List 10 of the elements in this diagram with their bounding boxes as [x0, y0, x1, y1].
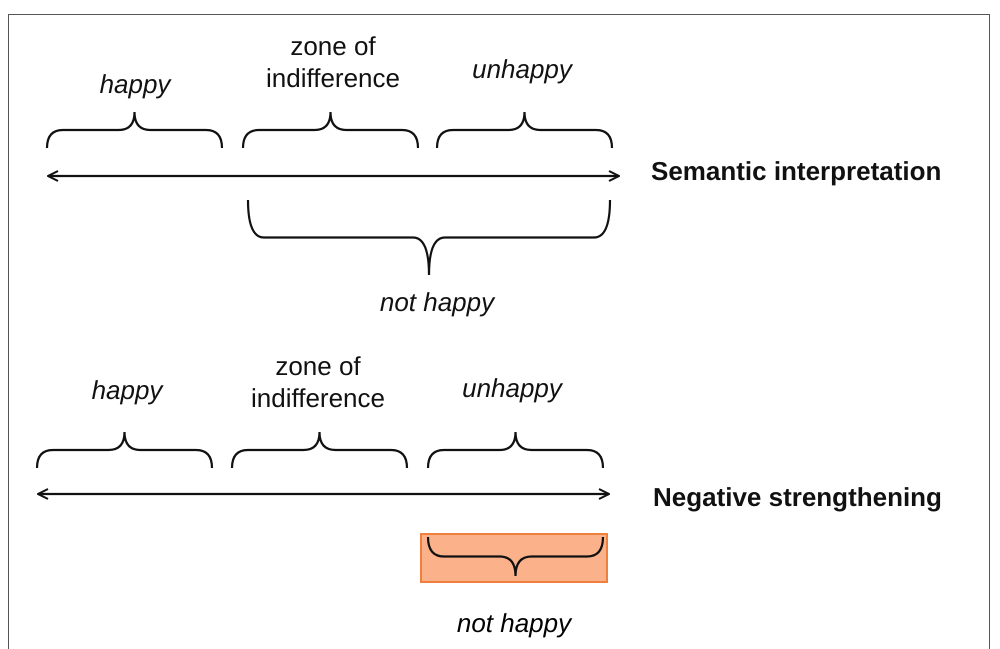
row-title: Negative strengthening: [653, 481, 942, 513]
scale-label: unhappy: [461, 372, 564, 404]
scale-label: zone of indifference: [265, 30, 401, 94]
row-title: Semantic interpretation: [651, 155, 942, 187]
scale-label: unhappy: [471, 53, 574, 85]
scale-label: happy: [90, 374, 164, 406]
scale-label: not happy: [456, 608, 572, 638]
scale-label: not happy: [378, 286, 496, 318]
scale-label: happy: [98, 68, 172, 100]
scale-label: zone of indifference: [250, 350, 386, 414]
